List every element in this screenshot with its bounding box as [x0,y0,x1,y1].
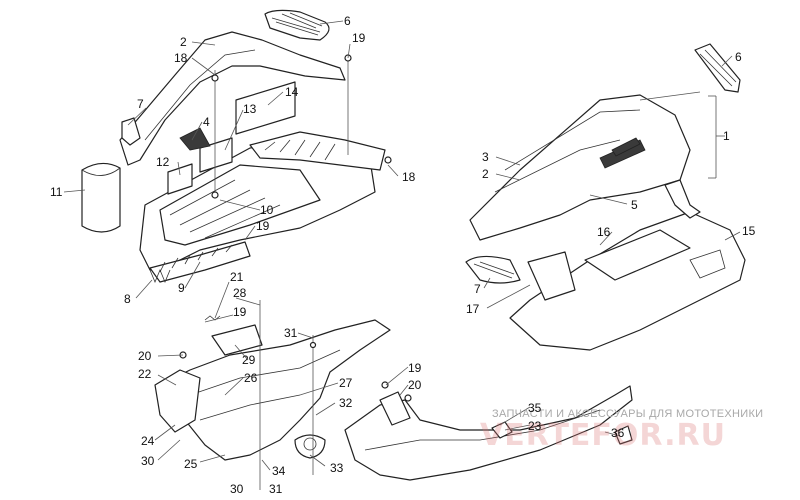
callout-31-bottom: 31 [269,482,283,496]
callout-31-top: 31 [284,326,298,340]
part-decal-12 [167,163,193,195]
callout-25: 25 [184,457,198,471]
callout-10: 10 [260,203,274,217]
upper-right-panel-assembly [465,43,746,351]
part-ring-33 [294,434,326,459]
watermark-brand: VERTEFOR.RU [480,418,726,453]
callout-29: 29 [242,353,256,367]
part-bracket-20 [379,391,411,426]
callout-16: 16 [597,225,611,239]
callout-19-top: 19 [352,31,366,45]
callout-20-left: 20 [138,349,152,363]
callout-27: 27 [339,376,353,390]
callout-4: 4 [203,115,210,129]
callout-23: 23 [528,419,542,433]
callout-19-mid: 19 [256,219,270,233]
callout-18-right: 18 [402,170,416,184]
callout-26: 26 [244,371,258,385]
callout-13: 13 [243,102,257,116]
callout-35: 35 [528,401,542,415]
lower-ski-rail-assembly [344,381,633,481]
callout-24: 24 [141,434,155,448]
callout-30-left: 30 [141,454,155,468]
part-bracket-29 [211,324,263,356]
callout-6-right: 6 [735,50,742,64]
callout-34: 34 [272,464,286,478]
leader-lines [63,20,741,471]
lower-belly-pan-assembly [154,300,391,490]
part-decal-17 [527,251,576,301]
part-belly-pan [159,319,391,461]
part-top-deck [249,131,386,171]
callout-15: 15 [742,224,756,238]
watermark-subtitle: ЗАПЧАСТИ И АКСЕССУАРЫ ДЛЯ МОТОТЕХНИКИ [492,408,763,420]
part-decal-14 [235,81,296,135]
watermark: ЗАПЧАСТИ И АКСЕССУАРЫ ДЛЯ МОТОТЕХНИКИ VE… [480,408,763,453]
callout-9: 9 [178,281,185,295]
part-ski-rail [344,385,633,481]
part-tube-11 [81,162,121,233]
callout-19-right: 19 [408,361,422,375]
part-vent-6-right [694,43,741,93]
part-spring-8 [149,268,171,284]
callout-14: 14 [285,85,299,99]
callout-21: 21 [230,270,244,284]
callout-33: 33 [330,461,344,475]
part-vent-7-right [465,255,521,284]
part-vent-7-left [121,117,141,146]
callout-17: 17 [466,302,480,316]
part-side-rail [119,31,346,166]
callout-18-top: 18 [174,51,188,65]
part-bracket-22 [154,369,201,433]
callout-3: 3 [482,150,489,164]
part-side-panel [469,94,691,241]
callout-7-right: 7 [474,282,481,296]
callout-12: 12 [156,155,170,169]
callout-2-top: 2 [180,35,187,49]
callout-7-left: 7 [137,97,144,111]
callout-1: 1 [723,129,730,143]
callout-labels: 6 2 19 18 7 14 13 4 12 11 18 10 19 8 9 2… [50,14,756,496]
callout-36: 36 [611,426,625,440]
callout-28: 28 [233,286,247,300]
upper-left-hood-assembly [81,9,392,284]
part-decal-16 [584,229,691,281]
callout-5: 5 [631,198,638,212]
callout-8: 8 [124,292,131,306]
callout-22: 22 [138,367,152,381]
callout-6-top: 6 [344,14,351,28]
part-wedge-4 [179,127,211,151]
callout-20-right: 20 [408,378,422,392]
callout-11: 11 [50,185,63,199]
callout-32: 32 [339,396,353,410]
callout-19-low: 19 [233,305,247,319]
callout-30-bottom: 30 [230,482,244,496]
callout-2-right: 2 [482,167,489,181]
